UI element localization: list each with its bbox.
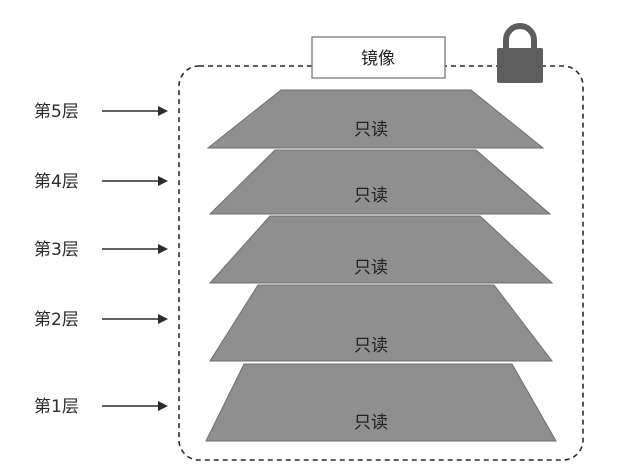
layer-3: 只读 bbox=[208, 215, 554, 284]
layer-1-text: 只读 bbox=[354, 413, 388, 433]
label-layer-2: 第2层 bbox=[34, 310, 168, 330]
layer-3-text: 只读 bbox=[354, 258, 388, 278]
layer-2-label: 第2层 bbox=[34, 310, 79, 330]
label-layer-4: 第4层 bbox=[34, 172, 168, 192]
layer-1-label: 第1层 bbox=[34, 397, 79, 417]
layer-2-text: 只读 bbox=[354, 336, 388, 356]
layer-5-label: 第5层 bbox=[34, 102, 79, 122]
layer-2: 只读 bbox=[209, 284, 554, 362]
layer-3-label: 第3层 bbox=[34, 240, 79, 260]
image-title-box: 镜像 bbox=[311, 36, 446, 79]
layer-5: 只读 bbox=[206, 89, 545, 149]
layer-5-text: 只读 bbox=[354, 120, 388, 140]
layer-4: 只读 bbox=[208, 149, 552, 215]
label-layer-3: 第3层 bbox=[34, 240, 168, 260]
image-title: 镜像 bbox=[361, 49, 395, 69]
lock-icon bbox=[497, 23, 543, 83]
layer-4-label: 第4层 bbox=[34, 172, 79, 192]
label-layer-1: 第1层 bbox=[34, 397, 168, 417]
layer-4-text: 只读 bbox=[354, 186, 388, 206]
layer-1: 只读 bbox=[205, 363, 557, 442]
label-layer-5: 第5层 bbox=[34, 102, 168, 122]
